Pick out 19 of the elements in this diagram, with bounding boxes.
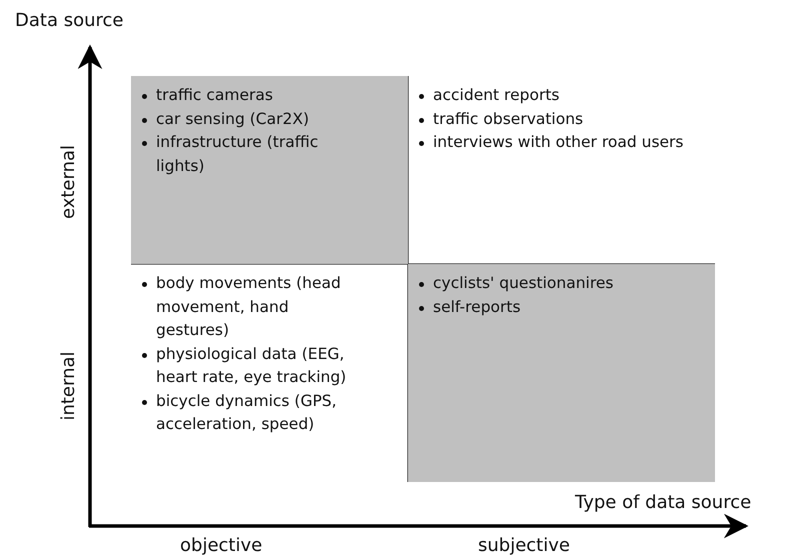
- bullet-item: traffic observations: [416, 108, 584, 131]
- axis-title: Data source: [15, 10, 124, 32]
- bullet-item: physiological data (EEG, heart rate, eye tracking): [139, 342, 361, 390]
- bullet-item: interviews with other road users: [416, 131, 684, 154]
- bullet-item: body movements (head movement, hand gestures): [139, 272, 361, 342]
- axis-category-label: external: [58, 144, 80, 220]
- shaded-quadrant: [408, 264, 715, 482]
- bullet-item: car sensing (Car2X): [139, 108, 309, 131]
- bullet-item: infrastructure (traffic lights): [139, 131, 361, 178]
- axis-category-label: subjective: [478, 535, 570, 557]
- bullet-item: cyclists' questionanires: [416, 272, 614, 296]
- shaded-quadrant: [131, 76, 408, 264]
- axis-category-label: objective: [180, 535, 262, 557]
- bullet-item: accident reports: [416, 84, 560, 108]
- axis-category-label: internal: [58, 351, 80, 421]
- bullet-item: traffic cameras: [139, 84, 273, 108]
- bullet-item: bicycle dynamics (GPS, acceleration, speed): [139, 390, 361, 436]
- bullet-item: self-reports: [416, 296, 521, 319]
- axis-title: Type of data source: [575, 492, 752, 514]
